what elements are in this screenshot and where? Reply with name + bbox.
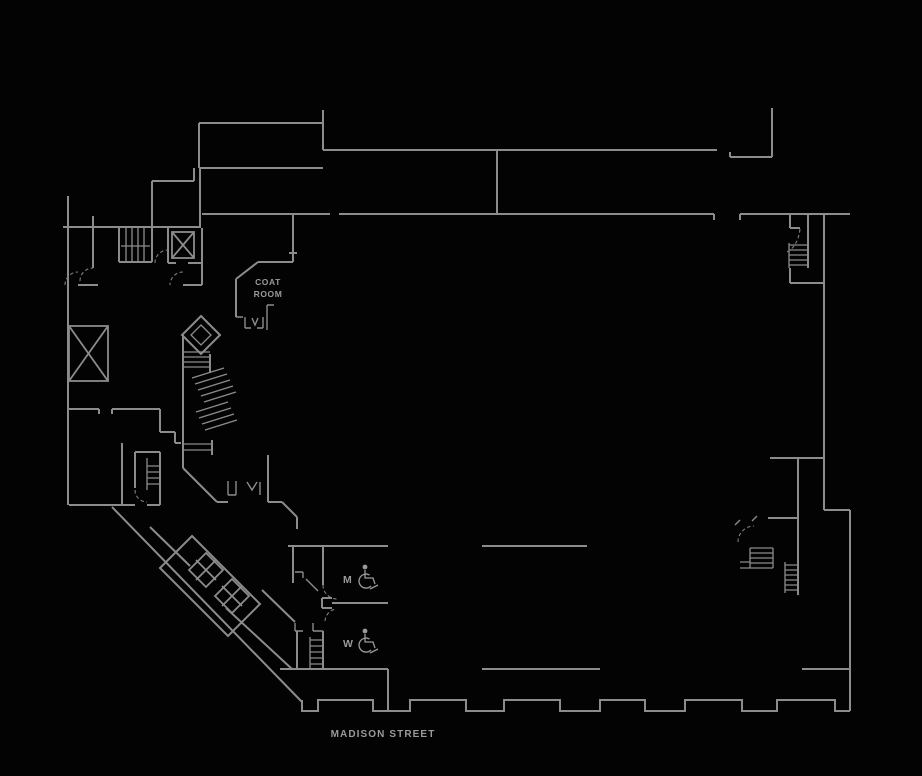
x-box-elevator-icon [171, 231, 195, 259]
stair-vestibule [227, 455, 298, 529]
wheelchair-icon [358, 628, 379, 654]
shaft-west [68, 325, 109, 382]
wheelchair-icon [358, 564, 379, 590]
door-swing-arc-icon [134, 489, 148, 503]
door-swing-arc-icon [786, 228, 801, 253]
coat-room-label-line1: COAT [255, 277, 281, 287]
diagonal-elevator-corridor [111, 506, 303, 703]
door-swing-arc-icon [324, 608, 337, 622]
coat-room: COAT ROOM [235, 215, 297, 330]
elevator-northwest [167, 228, 202, 264]
elevator-shaft-1 [187, 551, 225, 589]
mens-room-label: M [343, 574, 352, 586]
stair-northeast [786, 215, 824, 284]
stair-restroom [296, 631, 324, 669]
upper-perimeter-walls [198, 108, 851, 711]
street-perimeter-wall [301, 699, 850, 712]
womens-room-label: W [343, 638, 353, 650]
lower-left-rooms [69, 408, 181, 506]
hall-wall-segments [482, 545, 850, 670]
stair-northwest [118, 228, 153, 263]
door-swing-arc-icon [64, 249, 184, 286]
elevator-shaft-2 [213, 577, 251, 615]
grand-stair [180, 314, 238, 503]
coat-room-label-line2: ROOM [254, 289, 283, 299]
door-swing-arc-icon [737, 525, 755, 543]
x-box-shaft-icon [68, 325, 109, 382]
street-label: MADISON STREET [331, 729, 436, 740]
stair-southeast [734, 457, 824, 595]
top-left-service-block [63, 168, 203, 505]
door-swing-arc-icon [322, 584, 338, 600]
restrooms-block: M W [280, 545, 389, 711]
stair-small-west [146, 458, 160, 490]
